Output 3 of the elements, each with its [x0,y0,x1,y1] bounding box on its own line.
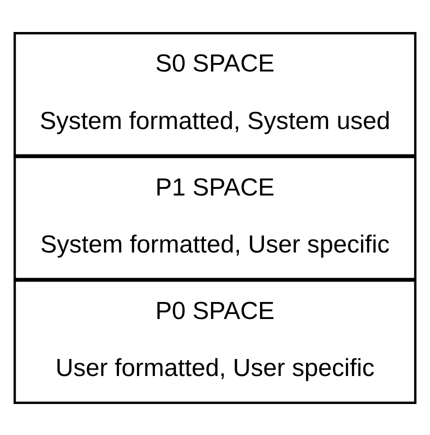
node-box: S0 SPACE System formatted, System used [14,32,416,156]
node-box: P0 SPACE User formatted, User specific [14,278,416,404]
node-box: P1 SPACE System formatted, User specific [14,155,416,280]
